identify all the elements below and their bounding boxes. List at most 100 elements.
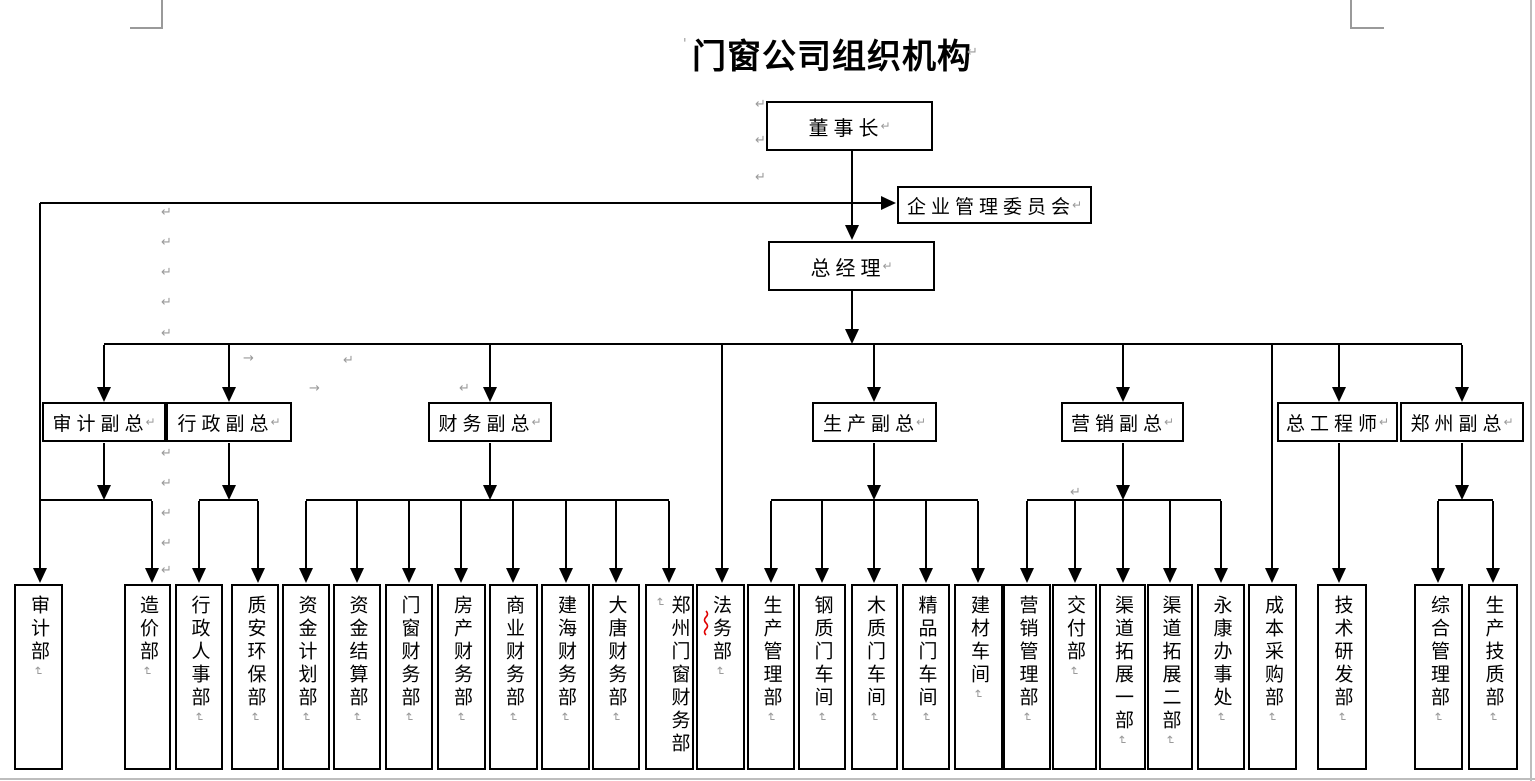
org-box-jianhai-finance[interactable]: 建海财务部↵ <box>541 584 590 770</box>
org-box-door-window-finance[interactable]: 门窗财务部↵ <box>385 584 433 770</box>
org-box-label: 房产财务部 <box>451 595 472 710</box>
arrowhead-down-icon <box>97 387 111 402</box>
arrowhead-down-icon <box>1116 568 1130 583</box>
arrowhead-down-icon <box>715 568 729 583</box>
arrowhead-down-icon <box>222 387 236 402</box>
org-box-cost-estimation[interactable]: 造价部↵ <box>124 584 171 770</box>
arrowhead-down-icon <box>33 568 47 583</box>
org-box-vertical-text: 生产技质部↵ <box>1482 586 1504 768</box>
connector-line <box>228 345 230 388</box>
org-box-label: 资金计划部 <box>295 595 317 710</box>
arrowhead-down-icon <box>867 387 881 402</box>
margin-mark <box>130 27 163 29</box>
org-box-zhengzhou-dw-finance[interactable]: 郑州门窗财务部↵ <box>645 584 694 770</box>
org-box-label: 审计副总 <box>52 413 149 435</box>
org-box-general-mgmt[interactable]: 综合管理部↵ <box>1414 584 1463 770</box>
org-box-label: 精品门车间 <box>915 595 937 710</box>
connector-line <box>1437 501 1439 569</box>
org-box-label: 总工程师 <box>1285 413 1382 435</box>
org-box-label: 生产技质部 <box>1482 595 1504 710</box>
paragraph-mark-icon: ↵ <box>713 664 727 678</box>
org-box-label: 生产副总 <box>822 413 919 435</box>
org-box-label: 营销副总 <box>1070 413 1167 435</box>
org-box-channel-dev-2[interactable]: 渠道拓展二部↵ <box>1147 584 1193 770</box>
paragraph-mark-icon: ↵ <box>1162 733 1177 747</box>
arrowhead-down-icon <box>222 485 236 500</box>
paragraph-mark-icon: ↵ <box>755 170 766 185</box>
org-box-marketing-mgmt[interactable]: 营销管理部↵ <box>1003 584 1051 770</box>
connector-line <box>198 501 200 569</box>
paragraph-mark-icon: ↵ <box>140 664 154 678</box>
org-box-label: 郑州门窗财务部 <box>668 595 690 756</box>
org-box-fund-planning[interactable]: 资金计划部↵ <box>282 584 330 770</box>
org-box-production-mgmt[interactable]: 生产管理部↵ <box>747 584 795 770</box>
connector-line <box>1338 443 1340 569</box>
org-box-fund-settlement[interactable]: 资金结算部↵ <box>333 584 381 770</box>
org-box-datang-finance[interactable]: 大唐财务部↵ <box>592 584 640 770</box>
org-box-vertical-text: 成本采购部↵ <box>1262 586 1283 768</box>
org-box-finance[interactable]: 财务副总↵ <box>428 402 552 442</box>
arrowhead-down-icon <box>559 568 573 583</box>
connector-line <box>489 345 491 388</box>
paragraph-mark-icon: ↵ <box>652 595 667 609</box>
org-box-cost-procurement[interactable]: 成本采购部↵ <box>1248 584 1297 770</box>
arrowhead-down-icon <box>299 568 313 583</box>
org-box-yongkang-office[interactable]: 永康办事处↵ <box>1197 584 1245 770</box>
org-box-audit[interactable]: 审计副总↵ <box>42 402 166 442</box>
paragraph-mark-icon: ↵ <box>343 353 354 368</box>
connector-line <box>851 291 853 329</box>
org-box-label: 行政副总 <box>177 413 274 435</box>
org-box-label: 成本采购部 <box>1262 595 1283 710</box>
arrowhead-down-icon <box>867 568 881 583</box>
org-box-channel-dev-1[interactable]: 渠道拓展一部↵ <box>1099 584 1146 770</box>
org-box-audit-dept[interactable]: 审计部↵ <box>14 584 63 770</box>
org-box-real-estate-finance[interactable]: 房产财务部↵ <box>437 584 486 770</box>
connector-line <box>873 345 875 388</box>
org-box-commerce-finance[interactable]: 商业财务部↵ <box>489 584 538 770</box>
org-box-tech-rd[interactable]: 技术研发部↵ <box>1317 584 1367 770</box>
org-box-wood-door-workshop[interactable]: 木质门车间↵ <box>851 584 898 770</box>
org-box-label: 财务副总 <box>438 413 535 435</box>
org-box-hr-admin[interactable]: 行政人事部↵ <box>175 584 223 770</box>
arrowhead-down-icon <box>609 568 623 583</box>
org-box-building-mat-workshop[interactable]: 建材车间↵ <box>954 584 1003 770</box>
connector-line <box>305 501 307 569</box>
tab-mark-icon: → <box>309 381 320 396</box>
org-box-vertical-text: 综合管理部↵ <box>1428 586 1449 768</box>
connector-line <box>1169 501 1171 569</box>
paragraph-mark-icon: ↵ <box>191 710 206 724</box>
org-box-zhengzhou[interactable]: 郑州副总↵ <box>1400 402 1524 442</box>
org-box-chairman[interactable]: 董事长↵ <box>766 101 933 151</box>
branch-bus <box>40 499 152 501</box>
margin-mark <box>1350 27 1384 29</box>
page-title: 门窗公司组织机构 <box>692 39 972 76</box>
org-box-vertical-text: 质安环保部↵ <box>245 586 266 768</box>
org-box-legal[interactable]: 法务部↵ <box>696 584 745 770</box>
paragraph-mark-icon: ↵ <box>1019 710 1034 724</box>
paragraph-mark-icon: ↵ <box>1334 710 1349 724</box>
org-box-label: 技术研发部 <box>1331 595 1353 710</box>
org-box-marketing[interactable]: 营销副总↵ <box>1061 402 1184 442</box>
connector-line <box>873 443 875 486</box>
paragraph-mark-icon: ↵ <box>161 506 172 521</box>
org-box-vertical-text: 资金结算部↵ <box>347 586 368 768</box>
org-box-quality-safety-env[interactable]: 质安环保部↵ <box>231 584 279 770</box>
arrowhead-down-icon <box>192 568 206 583</box>
org-box-admin[interactable]: 行政副总↵ <box>166 402 292 442</box>
org-box-chief-engineer[interactable]: 总工程师↵ <box>1277 402 1398 442</box>
org-box-gm[interactable]: 总经理↵ <box>768 241 935 291</box>
org-box-vertical-text: 永康办事处↵ <box>1211 586 1232 768</box>
connector-line <box>1220 501 1222 569</box>
paragraph-mark-icon: ↵ <box>454 710 468 724</box>
org-box-committee[interactable]: 企业管理委员会↵ <box>897 186 1092 224</box>
org-box-premium-door-workshop[interactable]: 精品门车间↵ <box>902 584 950 770</box>
org-box-steel-door-workshop[interactable]: 钢质门车间↵ <box>798 584 846 770</box>
org-box-production[interactable]: 生产副总↵ <box>812 402 937 442</box>
connector-line <box>565 501 567 569</box>
org-box-vertical-text: 行政人事部↵ <box>189 586 210 768</box>
arrowhead-down-icon <box>815 568 829 583</box>
org-box-delivery[interactable]: 交付部↵ <box>1052 584 1097 770</box>
paragraph-mark-icon: ↵ <box>1067 664 1081 678</box>
paragraph-mark-icon: ↵ <box>531 415 542 429</box>
org-box-production-tech-quality[interactable]: 生产技质部↵ <box>1468 584 1518 770</box>
